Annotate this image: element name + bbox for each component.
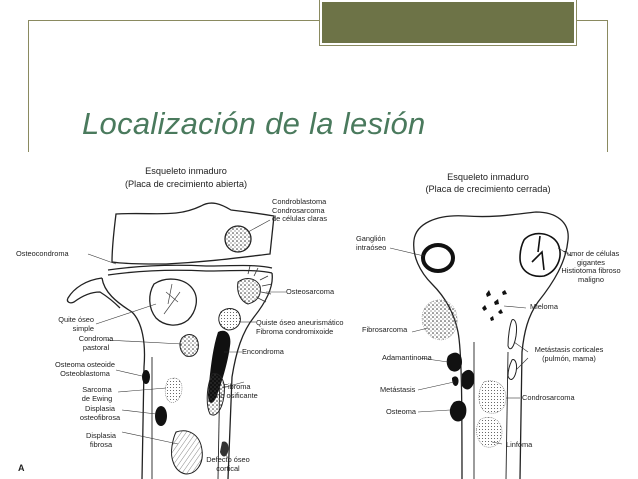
panel-letter: A: [18, 463, 25, 473]
label-defecto-oseo-cortical: Defecto óseo cortical: [206, 455, 250, 473]
ewing-lesion: [164, 377, 183, 403]
label-osteoma-osteoide: Osteoma osteoide Osteoblastoma: [55, 360, 115, 378]
displasia-fibrosa-lesion: [171, 430, 203, 475]
label-ganglion: Ganglión intraóseo: [356, 234, 387, 252]
label-metastasis: Metástasis: [380, 385, 416, 394]
displasia-osteofibrosa-lesion: [155, 406, 167, 426]
osteosarcoma-lesion: [237, 265, 273, 305]
right-leader-lines: [389, 247, 573, 445]
right-heading: Esqueleto inmaduro: [447, 172, 529, 182]
left-subheading: (Placa de crecimiento abierta): [124, 179, 248, 189]
label-displasia-fibrosa: Displasia fibrosa: [86, 431, 116, 449]
label-linfoma: Linfoma: [506, 440, 533, 449]
right-subheading: (Placa de crecimiento cerrada): [425, 184, 551, 194]
decorative-green-tab: [319, 0, 577, 46]
ganglion-lesion: [421, 243, 455, 273]
condroma-pastoral-lesion: [179, 334, 199, 357]
label-displasia-osteofibrosa: Displasia osteofibrosa: [79, 404, 121, 422]
fibroma-no-osificante-lesion: [206, 373, 225, 416]
label-mieloma: Mieloma: [530, 302, 558, 311]
left-leader-lines: [87, 219, 286, 459]
label-quiste-aneurismatico: Quiste óseo aneurismático Fibroma condro…: [256, 318, 344, 336]
tumor-celulas-gigantes-lesion: [519, 232, 561, 278]
label-fibroma-no-osificante: Fibroma no osificante: [216, 382, 258, 400]
label-osteocondroma: Osteocondroma: [16, 249, 69, 258]
label-condroblastoma: Condroblastoma Condrosarcoma de células …: [272, 197, 328, 224]
label-adamantinoma: Adamantinoma: [382, 353, 432, 362]
defecto-cortical-lesion: [220, 441, 229, 457]
osteoma-lesion: [449, 400, 467, 422]
bone-lesion-figure: Esqueleto inmaduro (Placa de crecimiento…: [16, 152, 622, 479]
osteocondroma-lesion: [66, 277, 121, 309]
condroblastoma-lesion: [224, 225, 252, 253]
label-tumor-celulas-gigantes: Tumor de células gigantes Histiotoma fib…: [561, 249, 621, 284]
metastasis-lesion: [462, 369, 475, 390]
left-heading: Esqueleto inmaduro: [145, 166, 227, 176]
slide-title: Localización de la lesión: [82, 106, 426, 141]
left-epiphysis: [111, 202, 275, 265]
label-condrosarcoma: Condrosarcoma: [522, 393, 575, 402]
label-encondroma: Encondroma: [242, 347, 284, 356]
label-sarcoma-ewing: Sarcoma de Ewing: [81, 385, 113, 403]
quiste-simple-lesion: [149, 278, 198, 326]
label-osteosarcoma: Osteosarcoma: [286, 287, 335, 296]
label-condroma-pastoral: Condroma pastoral: [78, 334, 114, 352]
bone-illustrations: [66, 202, 573, 479]
osteoma-osteoide-lesion: [142, 370, 150, 384]
metastasis-cortical-lesion: [507, 319, 517, 350]
mieloma-lesion: [482, 290, 507, 321]
label-fibrosarcoma: Fibrosarcoma: [362, 325, 408, 334]
left-metaphysis: [101, 264, 273, 479]
condrosarcoma-lesion: [478, 380, 507, 414]
adamantinoma-lesion: [446, 352, 462, 372]
linfoma-lesion: [476, 417, 503, 448]
label-quiste-oseo-simple: Quite óseo simple: [58, 315, 94, 333]
label-metastasis-corticales: Metástasis corticales (pulmón, mama): [534, 345, 604, 363]
fibrosarcoma-lesion: [421, 299, 458, 341]
quiste-aneurismatico-lesion: [218, 308, 241, 331]
label-osteoma: Osteoma: [386, 407, 416, 416]
